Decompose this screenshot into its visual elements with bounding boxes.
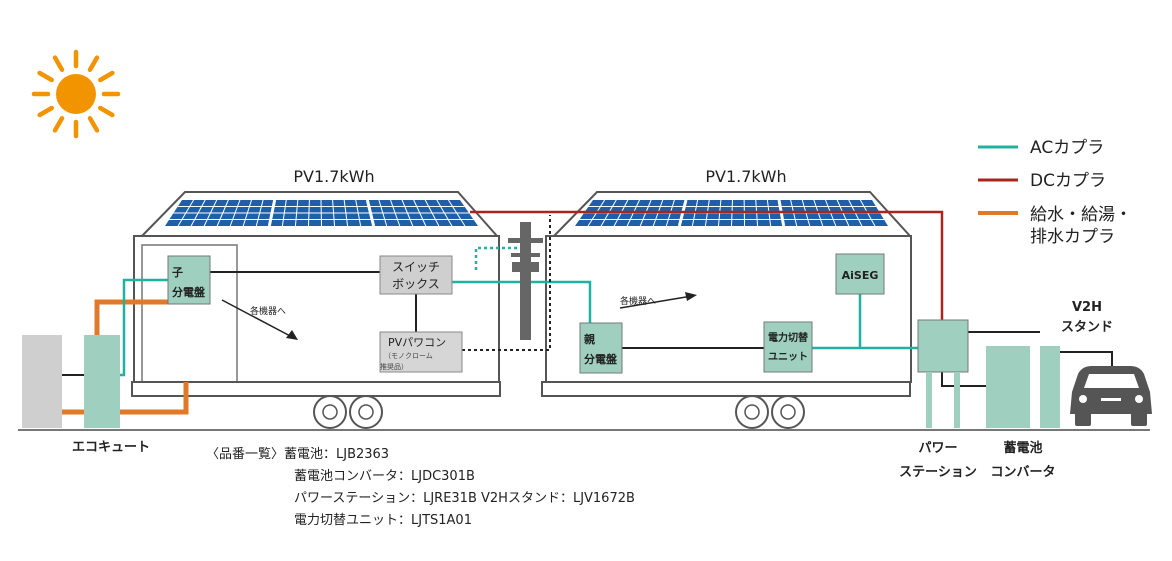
sun-ray	[37, 70, 55, 83]
power-station	[917, 319, 969, 373]
sun-ray	[52, 115, 65, 133]
sun-ray	[52, 55, 65, 73]
pv-inverter-note: （モノクローム	[384, 352, 433, 360]
wheel-icon	[735, 395, 769, 429]
power-station-label-2: ステーション	[899, 465, 977, 480]
legend: ACカプラ DCカプラ 給水・給湯・ 排水カプラ	[978, 138, 1132, 247]
sub-distribution-board	[167, 255, 211, 305]
v2h-stand	[1040, 346, 1060, 428]
switch-unit-label: 電力切替	[768, 331, 809, 344]
aiseg-label: AiSEG	[842, 269, 879, 282]
ac-line-ecocute	[120, 278, 170, 377]
power-station-label: パワー	[918, 441, 957, 456]
product-list-line-1: 〈品番一覧〉蓄電池：LJB2363	[206, 446, 389, 462]
ecocute-unit	[84, 335, 120, 428]
sun-ray	[87, 55, 100, 73]
to-devices-label-right: 各機器へ	[620, 295, 656, 307]
product-list-line-2: 蓄電池コンバータ：LJDC301B	[294, 469, 475, 484]
pv-label-left: PV1.7kWh	[293, 167, 374, 186]
legend-water-label: 給水・給湯・	[1030, 205, 1132, 225]
pv-inverter-label: PVパワコン	[388, 336, 446, 349]
ac-line-switchbox	[452, 280, 592, 325]
v2h-label: V2H	[1072, 300, 1102, 315]
legend-water-label-2: 排水カプラ	[1030, 227, 1115, 247]
battery-converter-label: 蓄電池	[1003, 440, 1042, 456]
wheel-icon	[313, 395, 347, 429]
pv-label-right: PV1.7kWh	[705, 167, 786, 186]
pv-inverter-note-2: 推奨品）	[380, 362, 408, 371]
utility-pole-icon	[508, 222, 543, 340]
trailer-chassis-left	[131, 381, 501, 397]
battery-converter	[986, 346, 1030, 428]
switch-unit-label-2: ユニット	[768, 351, 808, 363]
switch-box	[379, 255, 453, 295]
main-panel-label-2: 分電盤	[584, 352, 618, 366]
switch-box-label-2: ボックス	[392, 277, 440, 291]
power-switching-unit	[763, 321, 813, 373]
wheel-icon	[349, 395, 383, 429]
sun-icon	[31, 49, 121, 139]
dc-coupler-line	[470, 210, 944, 320]
sun-ray	[97, 105, 115, 118]
legend-dc-label: DCカプラ	[1030, 171, 1106, 191]
product-list-line-4: 電力切替ユニット：LJTS1A01	[294, 513, 472, 528]
legend-ac-label: ACカプラ	[1030, 138, 1104, 158]
trailer-chassis-right	[541, 381, 911, 397]
ecocute-tank	[22, 335, 62, 428]
sun-ray	[87, 115, 100, 133]
product-list-line-3: パワーステーション：LJRE31B V2Hスタンド：LJV1672B	[294, 491, 635, 506]
car-icon	[1070, 366, 1152, 426]
water-line-supply	[94, 299, 168, 345]
sun-ray	[37, 105, 55, 118]
aiseg-box	[835, 253, 885, 295]
ac-line-grid	[474, 246, 530, 270]
sub-panel-label: 子	[172, 266, 183, 279]
main-panel-label: 親	[584, 332, 595, 346]
right-house	[541, 191, 913, 429]
v2h-label-2: スタンド	[1061, 320, 1113, 335]
ecocute-label: エコキュート	[72, 440, 150, 455]
to-devices-label-left: 各機器へ	[250, 305, 286, 317]
pv-inverter	[379, 331, 463, 373]
sun-ray	[97, 70, 115, 83]
main-distribution-board	[579, 322, 623, 374]
sub-panel-label-2: 分電盤	[172, 285, 206, 299]
battery-converter-label-2: コンバータ	[990, 465, 1055, 480]
wheel-icon	[771, 395, 805, 429]
switch-box-label: スイッチ	[392, 260, 440, 274]
